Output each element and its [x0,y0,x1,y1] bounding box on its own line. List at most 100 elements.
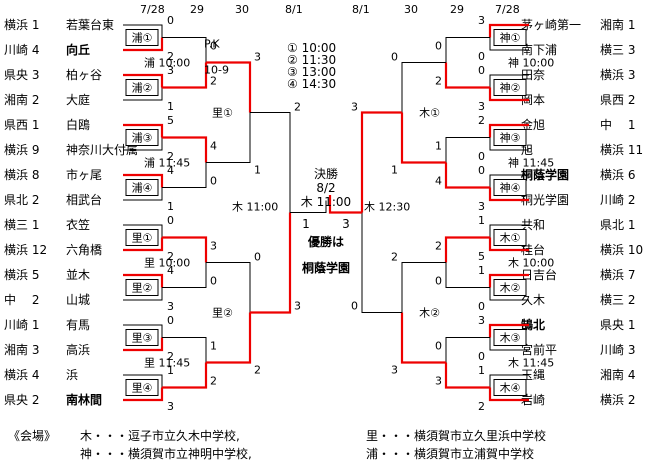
r2-line-top [444,236,490,263]
r1-score-bottom: 1 [167,200,174,213]
right-team-region: 横浜 10 [600,243,643,257]
r1-line-bottom [489,137,529,151]
r1-venue-box [493,179,527,196]
right-team-region: 川崎 3 [600,343,635,357]
right-team-name: 宮前平 [521,342,557,357]
date-left-3: 8/1 [285,3,303,16]
r1-score-bottom: 1 [167,100,174,113]
r2-score-bottom: 2 [210,75,217,88]
r3-match-label: 里① [212,107,233,120]
left-team-name: 並木 [66,268,90,282]
left-team-name: 大庭 [66,92,90,107]
left-team-name: 浜 [66,368,78,382]
r1-line-bottom [123,137,163,151]
r1-venue-box [493,79,527,96]
r1-score-top: 0 [167,214,174,227]
r1-line-bottom [489,37,529,51]
r3-match-label: 木② [419,307,440,320]
legend-kami: 神・・・横須賀市立神明中学校, [80,447,252,461]
r1-line-bottom [489,337,529,351]
r1-line-top [489,224,529,238]
date-right-3: 7/28 [495,3,520,16]
semi-score-bottom: 0 [351,300,358,313]
r3-match-label: 木① [419,107,440,120]
legend-label: 《会場》 [8,429,57,443]
r2-line-bottom [445,262,490,288]
schedule-item-3: ④ 14:30 [287,77,336,91]
r2-line-bottom [162,62,208,89]
r1-line-bottom [488,237,529,252]
r1-line-top [123,123,164,138]
schedule-item-0: ① 10:00 [287,41,336,55]
semi-score-bottom: 3 [294,300,301,313]
r3-score-top: 0 [254,251,261,264]
r2-score-bottom: 2 [435,75,442,88]
r1-venue-label: 木③ [500,332,521,345]
r1-venue-box [125,179,159,196]
r1-venue-label: 里① [132,232,153,245]
right-team-region: 県西 2 [600,93,635,107]
r1-venue-label: 浦① [132,32,153,45]
r2-score-bottom: 2 [210,375,217,388]
r1-venue-box [493,229,527,246]
r2-line-top [162,236,208,263]
r3-score-top: 3 [254,51,261,64]
r1-score-bottom: 2 [167,150,174,163]
right-team-name: 日吉台 [521,267,557,282]
champion-label: 優勝は [307,234,344,249]
r2-score-top: 0 [210,40,217,53]
pk-note: P.K [204,38,220,51]
date-right-0: 8/1 [352,3,370,16]
r1-score-top: 1 [478,364,485,377]
pk-score: 10-9 [204,64,229,77]
legend-ura: 浦・・・横須賀市立浦賀中学校 [366,447,535,461]
schedule-item-1: ② 11:30 [287,53,336,67]
r1-score-bottom: 3 [167,300,174,313]
right-team-region: 横浜 11 [600,143,643,157]
r1-line-top [123,173,164,188]
r1-score-top: 4 [167,164,174,177]
r3-match-label: 里② [212,307,233,320]
semi-right-label: 木 12:30 [364,201,410,214]
r1-line-top [123,24,163,38]
left-team-name: 山城 [66,293,90,307]
left-team-region: 横浜 8 [4,168,39,182]
left-team-region: 横浜 4 [4,368,39,382]
final-line-right [328,200,362,214]
r1-score-bottom: 2 [167,250,174,263]
r2-score-bottom: 3 [435,375,442,388]
right-team-region: 横三 2 [600,293,635,307]
right-team-region: 横浜 7 [600,268,635,282]
final-score-right: 3 [342,217,350,231]
left-team-region: 県北 2 [4,193,39,207]
r1-venue-box [125,79,159,96]
r1-venue-box [125,329,159,346]
right-team-region: 横浜 6 [600,168,635,182]
left-team-name: 高浜 [66,342,90,357]
right-team-name: 桐蔭学園 [521,167,569,182]
left-team-name: 若葉台東 [66,17,114,32]
r3-line-bottom [400,112,446,164]
r1-line-bottom [488,387,529,402]
r2-match-label: 神 11:45 [508,156,554,170]
r3-line-bottom [206,312,252,364]
left-team-name: 市ヶ尾 [66,167,102,182]
semi-line-top [250,112,291,213]
r1-venue-label: 浦④ [132,182,153,195]
r2-match-label: 木 11:45 [508,357,554,370]
r1-venue-box [493,279,527,296]
right-team-region: 湘南 4 [600,367,635,382]
r1-venue-label: 神④ [500,181,521,195]
right-team-region: 横浜 2 [600,393,635,407]
r3-score-bottom: 3 [391,364,398,377]
r3-score-top: 2 [391,251,398,264]
date-right-2: 29 [450,3,464,16]
r1-venue-label: 里② [132,282,153,295]
r1-line-top [123,73,164,88]
r1-line-top [123,324,163,338]
r3-score-top: 0 [391,51,398,64]
r2-score-top: 0 [435,40,442,53]
r1-score-top: 3 [478,14,485,27]
r1-line-bottom [123,87,163,101]
r1-line-top [123,224,163,238]
